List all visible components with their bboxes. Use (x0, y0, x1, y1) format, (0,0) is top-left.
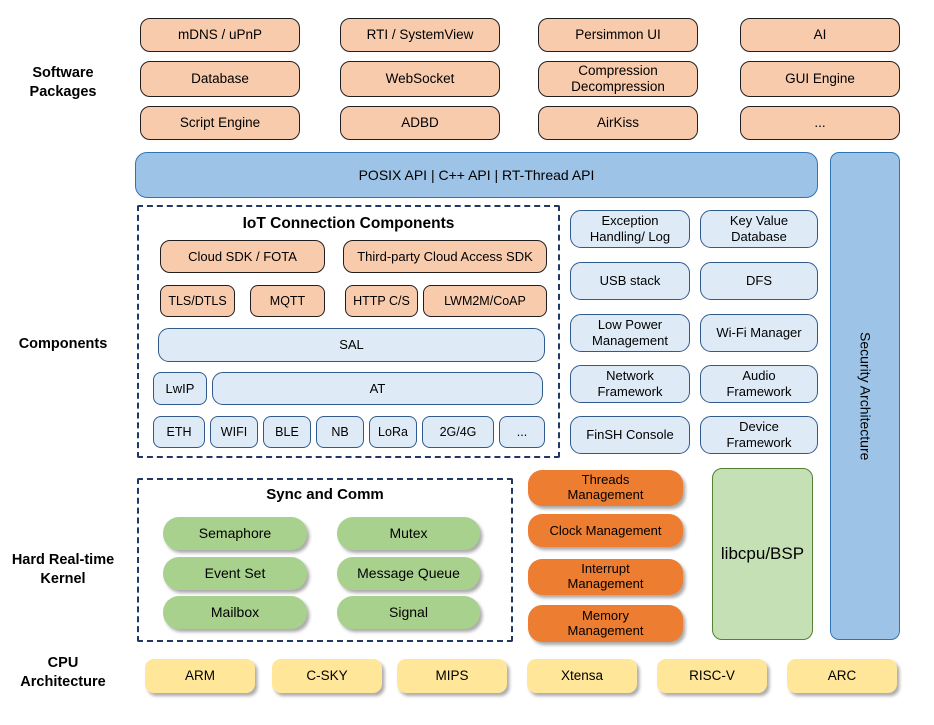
box-threads-management: Threads Management (528, 470, 683, 506)
box-at: AT (212, 372, 543, 405)
cpu-arm: ARM (145, 659, 255, 693)
svc-key-value-database: Key Value Database (700, 210, 818, 248)
pkg-rti-systemview: RTI / SystemView (340, 18, 500, 52)
box-lwm2m-coap: LWM2M/CoAP (423, 285, 547, 317)
iot-components-title: IoT Connection Components (242, 214, 455, 232)
link-lora: LoRa (369, 416, 417, 448)
link-nb: NB (316, 416, 364, 448)
label-hard-realtime-kernel: Hard Real-time Kernel (11, 552, 115, 587)
pkg-database: Database (140, 61, 300, 97)
pkg-adbd: ADBD (340, 106, 500, 140)
cpu-xtensa: Xtensa (527, 659, 637, 693)
box-semaphore: Semaphore (163, 517, 307, 550)
svc-device-framework: Device Framework (700, 416, 818, 454)
pkg-compression-decompression: Compression Decompression (538, 61, 698, 97)
box-clock-management: Clock Management (528, 514, 683, 547)
box-mqtt: MQTT (250, 285, 325, 317)
iot-components-box (137, 205, 560, 458)
pkg-ai: AI (740, 18, 900, 52)
svc-exception-handling-log: Exception Handling/ Log (570, 210, 690, 248)
pkg-mdns-upnp: mDNS / uPnP (140, 18, 300, 52)
link-2g-4g: 2G/4G (422, 416, 494, 448)
api-bar: POSIX API | C++ API | RT-Thread API (135, 152, 818, 198)
box-lwip: LwIP (153, 372, 207, 405)
box-message-queue: Message Queue (337, 557, 480, 590)
box-mailbox: Mailbox (163, 596, 307, 629)
svc-low-power-management: Low Power Management (570, 314, 690, 352)
cpu-mips: MIPS (397, 659, 507, 693)
link-more: ... (499, 416, 545, 448)
sync-comm-box (137, 478, 513, 642)
box-http-cs: HTTP C/S (345, 285, 418, 317)
box-libcpu-bsp: libcpu/BSP (712, 468, 813, 640)
box-interrupt-management: Interrupt Management (528, 559, 683, 595)
label-software-packages: Software Packages (29, 65, 97, 100)
link-eth: ETH (153, 416, 205, 448)
svc-finsh-console: FinSH Console (570, 416, 690, 454)
svc-network-framework: Network Framework (570, 365, 690, 403)
box-third-party-cloud-sdk: Third-party Cloud Access SDK (343, 240, 547, 273)
label-cpu-architecture: CPU Architecture (20, 655, 106, 690)
box-signal: Signal (337, 596, 480, 629)
box-mutex: Mutex (337, 517, 480, 550)
box-event-set: Event Set (163, 557, 307, 590)
svc-dfs: DFS (700, 262, 818, 300)
security-architecture-bar: Security Architecture (830, 152, 900, 640)
link-wifi: WIFI (210, 416, 258, 448)
box-tls-dtls: TLS/DTLS (160, 285, 235, 317)
svc-wifi-manager: Wi-Fi Manager (700, 314, 818, 352)
box-sal: SAL (158, 328, 545, 362)
cpu-arc: ARC (787, 659, 897, 693)
pkg-gui-engine: GUI Engine (740, 61, 900, 97)
box-cloud-sdk-fota: Cloud SDK / FOTA (160, 240, 325, 273)
pkg-airkiss: AirKiss (538, 106, 698, 140)
cpu-c-sky: C-SKY (272, 659, 382, 693)
svc-usb-stack: USB stack (570, 262, 690, 300)
svc-audio-framework: Audio Framework (700, 365, 818, 403)
label-components: Components (18, 335, 108, 352)
sync-comm-title: Sync and Comm (266, 486, 384, 503)
pkg-more: ... (740, 106, 900, 140)
pkg-persimmon-ui: Persimmon UI (538, 18, 698, 52)
box-memory-management: Memory Management (528, 605, 683, 642)
link-ble: BLE (263, 416, 311, 448)
pkg-websocket: WebSocket (340, 61, 500, 97)
cpu-risc-v: RISC-V (657, 659, 767, 693)
pkg-script-engine: Script Engine (140, 106, 300, 140)
